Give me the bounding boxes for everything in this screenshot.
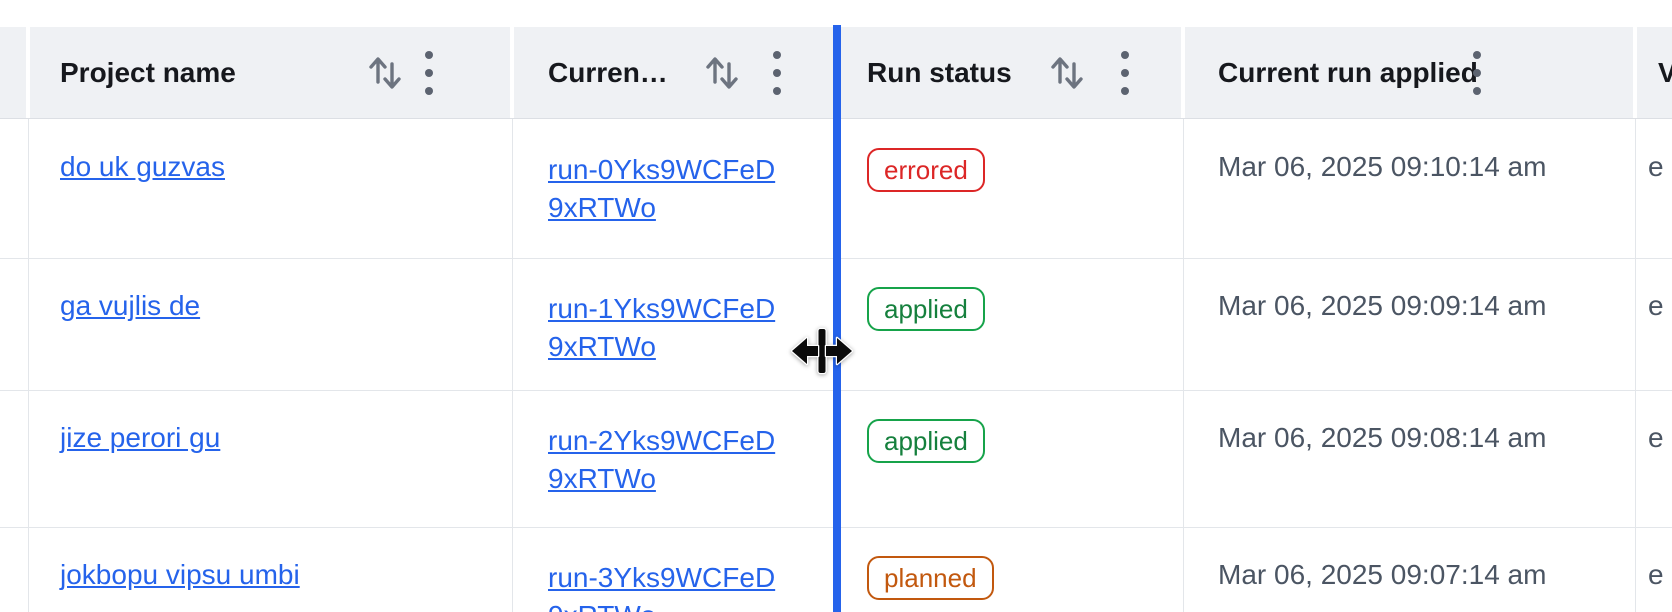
run-link[interactable]: run-3Yks9WCFeD9xRTWo <box>548 562 776 612</box>
column-label-current-run-applied: Current run applied <box>1218 57 1478 88</box>
column-label-current-run: Curren… <box>548 57 668 88</box>
current-run-applied-value: Mar 06, 2025 09:10:14 am <box>1218 151 1547 182</box>
project-link[interactable]: jokbopu vipsu umbi <box>60 559 300 590</box>
run-status-badge: applied <box>867 287 985 331</box>
column-label-project-name: Project name <box>60 57 236 88</box>
sort-icon[interactable] <box>365 50 405 96</box>
column-resize-guide[interactable] <box>833 25 841 612</box>
current-run-applied-value: Mar 06, 2025 09:09:14 am <box>1218 290 1547 321</box>
column-menu-icon[interactable] <box>1473 51 1481 95</box>
column-border <box>28 119 29 612</box>
sort-icon[interactable] <box>1047 50 1087 96</box>
header-cell-current-run-applied <box>1185 27 1633 119</box>
run-status-badge: applied <box>867 419 985 463</box>
column-label-version: V <box>1658 57 1672 88</box>
current-run-applied-value: Mar 06, 2025 09:08:14 am <box>1218 422 1547 453</box>
column-menu-icon[interactable] <box>1121 51 1129 95</box>
version-cell: e <box>1648 422 1664 453</box>
project-link[interactable]: ga vujlis de <box>60 290 201 321</box>
project-link[interactable]: jize perori gu <box>60 422 221 453</box>
column-menu-icon[interactable] <box>773 51 781 95</box>
version-cell: e <box>1648 290 1664 321</box>
col-resize-cursor-icon <box>790 327 854 375</box>
current-run-applied-value: Mar 06, 2025 09:07:14 am <box>1218 559 1547 590</box>
column-border <box>512 119 513 612</box>
column-menu-icon[interactable] <box>425 51 433 95</box>
column-border <box>1183 119 1184 612</box>
version-cell: e <box>1648 151 1664 182</box>
header-cell-version <box>1637 27 1672 119</box>
version-cell: e <box>1648 559 1664 590</box>
run-status-badge: planned <box>867 556 994 600</box>
column-border <box>1635 119 1636 612</box>
sort-icon[interactable] <box>702 50 742 96</box>
column-label-run-status: Run status <box>867 57 1012 88</box>
run-status-badge: errored <box>867 148 985 192</box>
header-cell-edge <box>0 27 26 119</box>
project-link[interactable]: do uk guzvas <box>60 151 225 182</box>
